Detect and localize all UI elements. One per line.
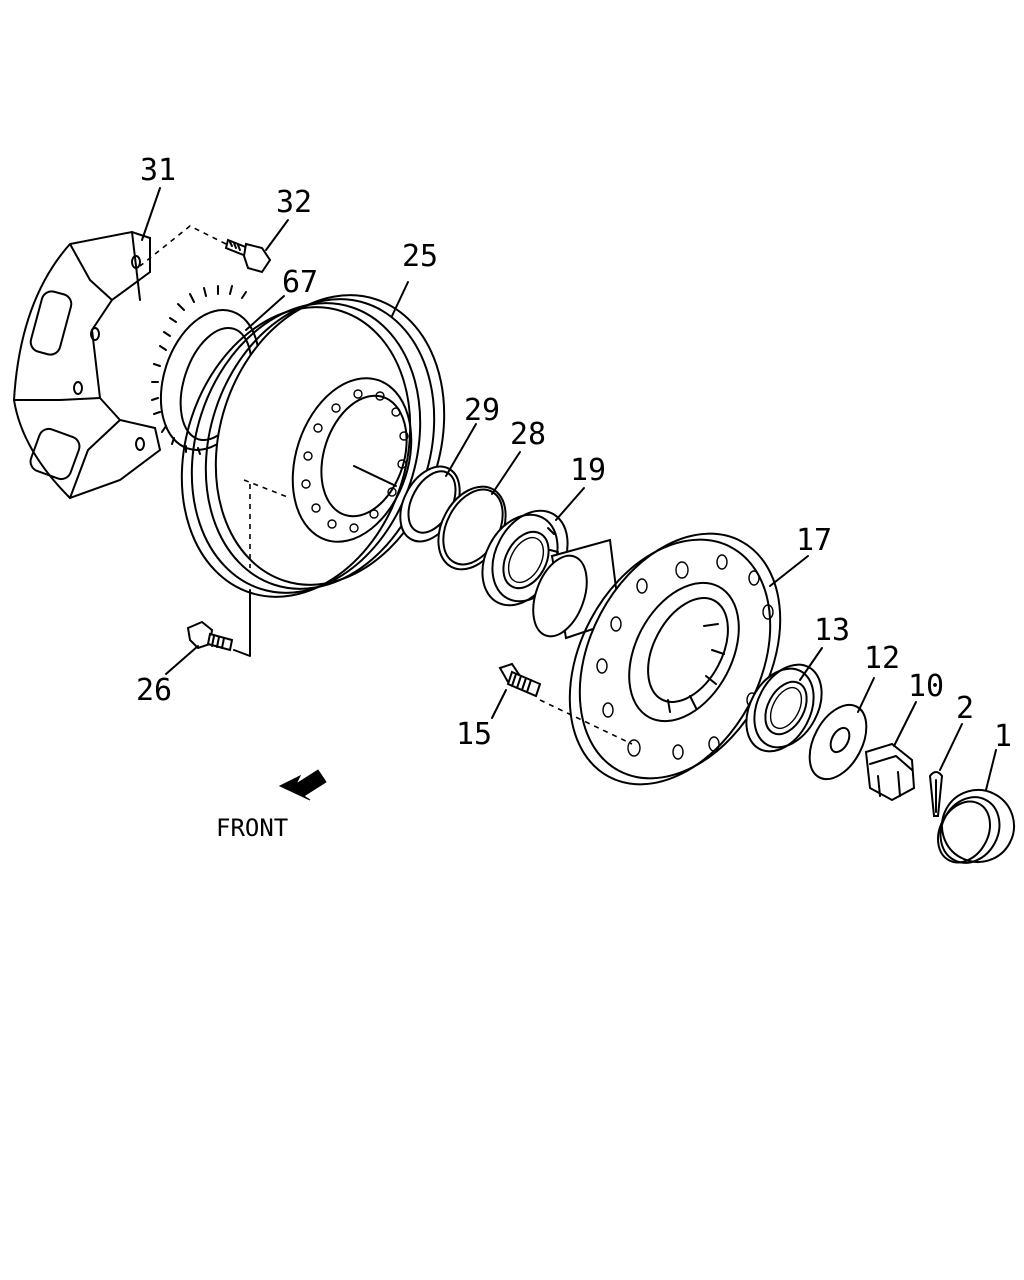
- callout-10: 10: [908, 669, 944, 704]
- callout-25: 25: [402, 239, 438, 274]
- callout-31: 31: [140, 153, 176, 188]
- callout-numbers: 31 32 67 25 29 28 19 17 13 12 10 2 1 15 …: [136, 153, 1012, 754]
- part-1-hub-cap: [937, 789, 1015, 864]
- part-31-dust-shield: [12, 230, 162, 500]
- front-arrow-icon: [278, 769, 327, 801]
- callout-15: 15: [456, 717, 492, 752]
- callout-1: 1: [994, 719, 1012, 754]
- part-32-bolt: [139, 225, 272, 274]
- part-26-bolt: [186, 589, 251, 657]
- part-12-washer: [808, 703, 868, 781]
- callout-2: 2: [956, 691, 974, 726]
- callout-28: 28: [510, 417, 546, 452]
- callout-32: 32: [276, 185, 312, 220]
- callout-67: 67: [282, 265, 318, 300]
- leader-lines: [141, 187, 997, 791]
- part-25-brake-disc: [180, 294, 446, 598]
- callout-29: 29: [464, 393, 500, 428]
- callout-13: 13: [814, 613, 850, 648]
- part-2-cotter-pin: [928, 771, 944, 817]
- callout-12: 12: [864, 641, 900, 676]
- callout-19: 19: [570, 453, 606, 488]
- part-10-castle-nut: [864, 742, 916, 802]
- part-17-hub: [532, 532, 782, 786]
- front-label: FRONT: [216, 814, 288, 842]
- part-15-stud: [498, 662, 542, 698]
- callout-26: 26: [136, 673, 172, 708]
- callout-17: 17: [796, 523, 832, 558]
